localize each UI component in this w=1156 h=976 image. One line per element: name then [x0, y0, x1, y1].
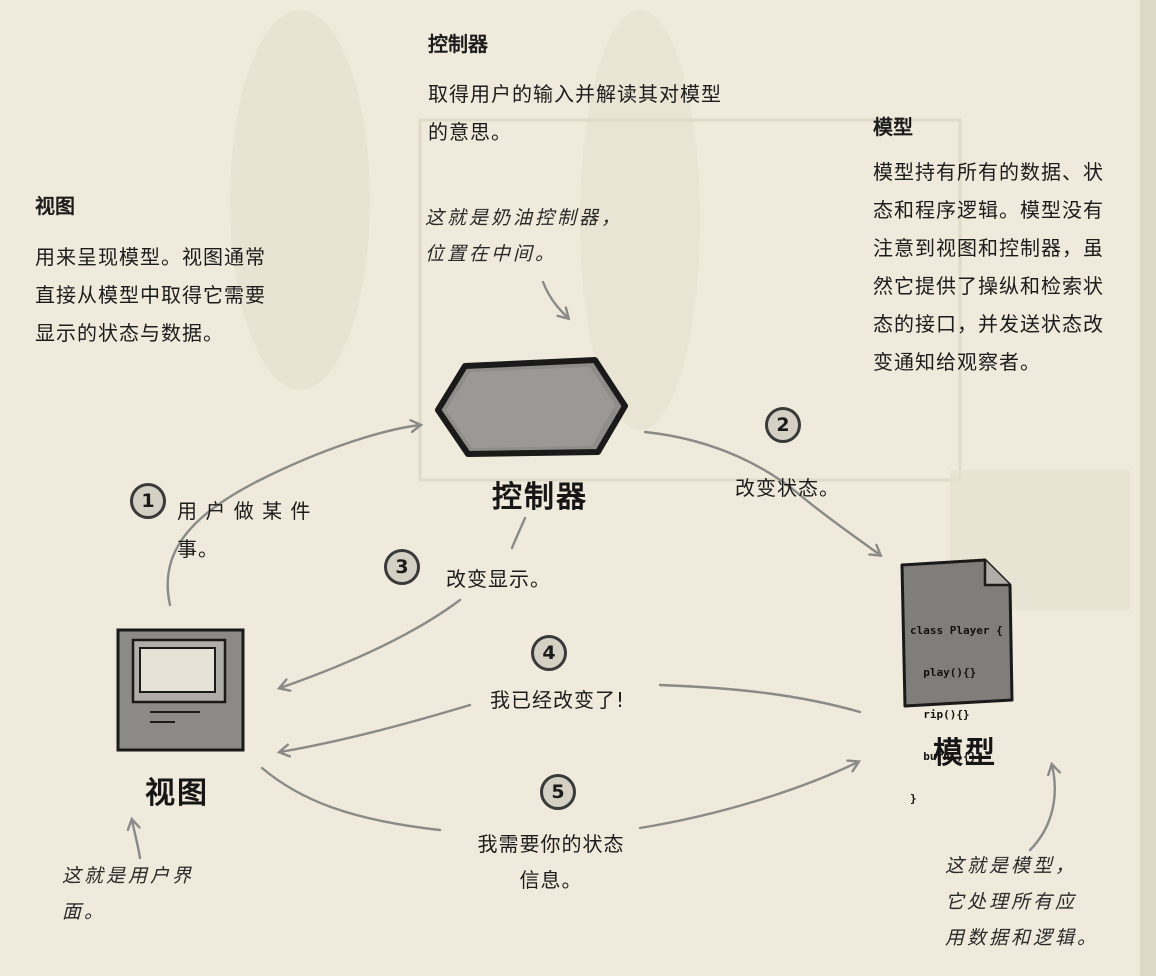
- arrow-controller-tick: [510, 516, 527, 550]
- code-line: burn(){}: [910, 750, 977, 763]
- controller-label: 控制器: [492, 480, 588, 515]
- step-1-text-line: 用 户 做 某 件: [177, 499, 312, 523]
- step-5-text-line: 信息。: [519, 868, 583, 892]
- controller-description: 取得用户的输入并解读其对模型 的意思。: [428, 75, 722, 151]
- model-note-line: 它处理所有应: [945, 891, 1078, 913]
- step-5-number: 5: [540, 774, 576, 810]
- model-label: 模型: [933, 736, 997, 771]
- step-2-text: 改变状态。: [735, 476, 840, 500]
- model-description-line: 态的接口，并发送状态改: [873, 312, 1104, 336]
- controller-description-line: 的意思。: [428, 120, 512, 144]
- arrow-note-to-view: [132, 820, 142, 860]
- code-line: play(){}: [910, 666, 977, 679]
- model-description-line: 然它提供了操纵和检索状: [873, 274, 1104, 298]
- view-note: 这就是用户界 面。: [62, 858, 194, 930]
- arrow-controller-to-view: [280, 598, 462, 688]
- view-description-line: 显示的状态与数据。: [35, 321, 224, 345]
- model-description-line: 模型持有所有的数据、状: [873, 160, 1104, 184]
- step-2-number: 2: [765, 407, 801, 443]
- code-line: }: [910, 792, 917, 805]
- arrow-model-to-view-bottom: [280, 703, 472, 752]
- model-code: class Player { play(){} rip(){} burn(){}…: [910, 596, 1003, 820]
- controller-description-line: 取得用户的输入并解读其对模型: [428, 82, 722, 106]
- view-label: 视图: [145, 776, 209, 811]
- view-heading: 视图: [35, 194, 75, 218]
- step-5-text-line: 我需要你的状态: [477, 832, 625, 856]
- code-line: class Player {: [910, 624, 1003, 637]
- controller-note: 这就是奶油控制器， 位置在中间。: [425, 200, 623, 272]
- controller-note-line: 位置在中间。: [425, 243, 558, 265]
- arrow-view-to-controller: [166, 425, 420, 607]
- model-note: 这就是模型， 它处理所有应 用数据和逻辑。: [945, 848, 1099, 956]
- view-note-line: 这就是用户界: [62, 865, 195, 887]
- step-3-number: 3: [384, 549, 420, 585]
- model-note-line: 这就是模型，: [945, 855, 1078, 877]
- view-description-line: 直接从模型中取得它需要: [35, 283, 266, 307]
- model-description-line: 注意到视图和控制器，虽: [873, 236, 1104, 260]
- model-heading: 模型: [873, 115, 913, 139]
- arrow-view-to-model-b: [638, 762, 858, 830]
- step-1-number: 1: [130, 483, 166, 519]
- step-5-text: 我需要你的状态 信息。: [466, 826, 636, 898]
- code-line: rip(){}: [910, 708, 970, 721]
- model-description: 模型持有所有的数据、状 态和程序逻辑。模型没有 注意到视图和控制器，虽 然它提供…: [873, 153, 1104, 381]
- arrow-model-to-view-top: [658, 683, 862, 714]
- step-1-text: 用 户 做 某 件 事。: [177, 492, 311, 568]
- arrow-view-to-model-a: [260, 766, 442, 832]
- model-note-line: 用数据和逻辑。: [945, 927, 1100, 949]
- view-description-line: 用来呈现模型。视图通常: [35, 245, 266, 269]
- arrow-note-to-model: [1028, 765, 1055, 852]
- step-4-number: 4: [531, 635, 567, 671]
- model-description-line: 变通知给观察者。: [873, 350, 1041, 374]
- controller-note-line: 这就是奶油控制器，: [425, 207, 624, 229]
- step-1-text-line: 事。: [177, 537, 219, 561]
- model-description-line: 态和程序逻辑。模型没有: [873, 198, 1104, 222]
- view-note-line: 面。: [62, 901, 107, 923]
- view-description: 用来呈现模型。视图通常 直接从模型中取得它需要 显示的状态与数据。: [35, 238, 266, 352]
- arrow-controller-to-model: [643, 430, 880, 555]
- step-3-text: 改变显示。: [446, 567, 551, 591]
- controller-heading: 控制器: [428, 32, 488, 56]
- arrow-note-to-controller: [541, 280, 568, 318]
- step-4-text: 我已经改变了!: [490, 688, 626, 712]
